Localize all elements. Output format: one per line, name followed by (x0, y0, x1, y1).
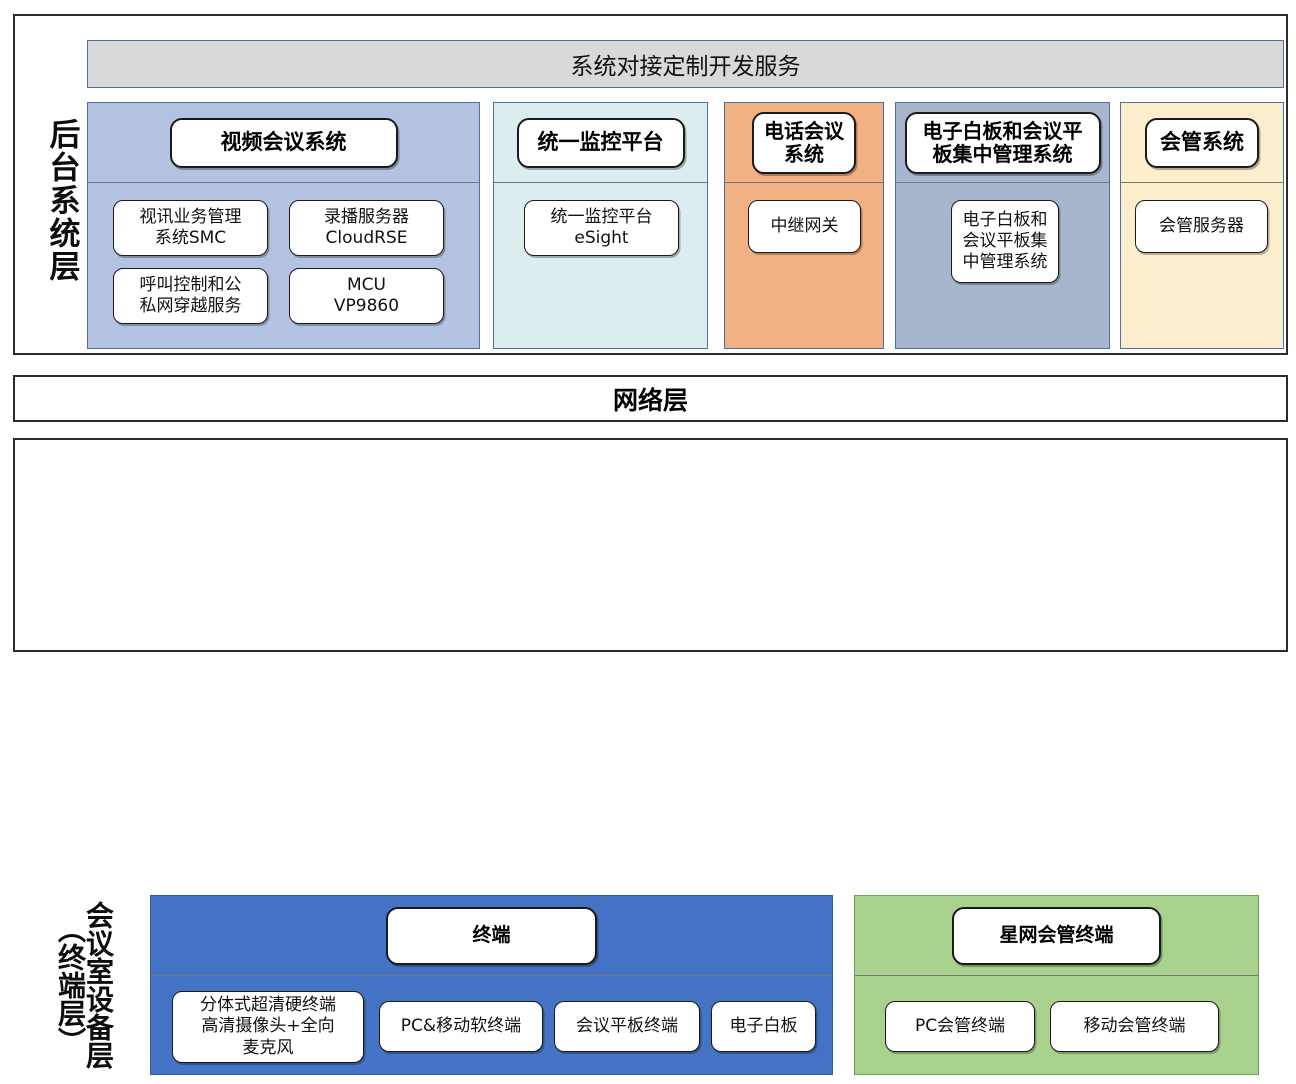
panel-terminal-head: 终端 (151, 896, 832, 975)
panel-video-body: 视讯业务管理 系统SMC 录播服务器 CloudRSE 呼叫控制和公 私网穿越服… (88, 182, 479, 348)
item-esight[interactable]: 统一监控平台 eSight (524, 200, 679, 256)
panel-terminal-title: 终端 (386, 906, 597, 965)
item-smc[interactable]: 视讯业务管理 系统SMC (113, 200, 268, 256)
item-mobile-management-terminal[interactable]: 移动会管终端 (1050, 1001, 1219, 1052)
network-layer-label: 网络层 (612, 385, 688, 415)
panel-phone-body: 中继网关 (725, 182, 883, 348)
room-layer-section: 会议室设备层 （终端层） 终端 分体式超清硬终端 高清摄像头+全向 麦克风 PC… (13, 438, 1288, 1075)
panel-phone-title: 电话会议 系统 (752, 111, 856, 174)
item-pc-management-terminal[interactable]: PC会管终端 (885, 1001, 1035, 1052)
panel-meeting-title: 会管系统 (1145, 117, 1259, 168)
item-split-line3: 麦克风 (242, 1037, 294, 1058)
item-esight-line1: 统一监控平台 (550, 206, 653, 227)
panel-monitor-title: 统一监控平台 (516, 117, 685, 168)
service-bar: 系统对接定制开发服务 (87, 40, 1284, 88)
panel-phone-title-line1: 电话会议 (764, 118, 844, 143)
item-smc-line2: 系统SMC (154, 228, 227, 248)
item-smc-line1: 视讯业务管理 (139, 206, 242, 227)
item-whiteboard-line1: 电子白板和 (962, 209, 1048, 230)
panel-video-title: 视频会议系统 (169, 117, 398, 168)
item-whiteboard-system[interactable]: 电子白板和 会议平板集 中管理系统 (951, 200, 1059, 283)
panel-video-conference[interactable]: 视频会议系统 视讯业务管理 系统SMC 录播服务器 CloudRSE 呼叫控制和… (87, 102, 480, 349)
panel-xingwang-terminal[interactable]: 星网会管终端 PC会管终端 移动会管终端 (854, 895, 1259, 1075)
panel-xingwang-head: 星网会管终端 (855, 896, 1258, 975)
panel-xingwang-title: 星网会管终端 (952, 906, 1161, 965)
panel-meeting-head: 会管系统 (1121, 103, 1283, 182)
item-call-control[interactable]: 呼叫控制和公 私网穿越服务 (113, 268, 268, 324)
panel-board-title-line1: 电子白板和会议平 (922, 118, 1083, 143)
panel-phone-conference[interactable]: 电话会议 系统 中继网关 (724, 102, 884, 349)
backend-layer-section: 后台系统层 系统对接定制开发服务 视频会议系统 视讯业务管理 系统SMC 录播服… (13, 14, 1288, 355)
backend-layer-rail-label: 后台系统层 (35, 38, 87, 363)
panel-meeting-management[interactable]: 会管系统 会管服务器 (1120, 102, 1284, 349)
room-layer-rail-label: 会议室设备层 （终端层） (35, 886, 133, 1084)
item-split-hard-terminal[interactable]: 分体式超清硬终端 高清摄像头+全向 麦克风 (172, 991, 364, 1063)
item-call-control-line1: 呼叫控制和公 (139, 274, 242, 295)
panel-meeting-divider (1121, 182, 1283, 183)
panel-monitor-divider (494, 182, 707, 183)
item-split-line1: 分体式超清硬终端 (200, 995, 336, 1016)
panel-monitor-head: 统一监控平台 (494, 103, 707, 182)
panel-monitor-body: 统一监控平台 eSight (494, 182, 707, 348)
item-meeting-server[interactable]: 会管服务器 (1135, 200, 1268, 253)
room-rail-text-sub: （终端层） (54, 915, 87, 1055)
panel-board-head: 电子白板和会议平 板集中管理系统 (896, 103, 1109, 182)
item-mcu-line2: VP9860 (333, 296, 400, 316)
panel-whiteboard-management[interactable]: 电子白板和会议平 板集中管理系统 电子白板和 会议平板集 中管理系统 (895, 102, 1110, 349)
item-esight-line2: eSight (574, 228, 629, 248)
item-mcu[interactable]: MCU VP9860 (289, 268, 444, 324)
panel-terminal[interactable]: 终端 分体式超清硬终端 高清摄像头+全向 麦克风 PC&移动软终端 会议平板终端… (150, 895, 833, 1075)
item-whiteboard-line2: 会议平板集 (962, 230, 1048, 251)
network-layer-section: 网络层 (13, 375, 1288, 422)
architecture-diagram: 后台系统层 系统对接定制开发服务 视频会议系统 视讯业务管理 系统SMC 录播服… (13, 14, 1288, 1075)
item-mcu-line1: MCU (347, 274, 386, 295)
room-rail-text-main: 会议室设备层 (82, 901, 115, 1069)
item-cloudrse-line2: CloudRSE (325, 228, 408, 248)
panel-phone-head: 电话会议 系统 (725, 103, 883, 182)
item-relay-gateway[interactable]: 中继网关 (748, 200, 861, 253)
item-cloudrse-line1: 录播服务器 (324, 206, 409, 227)
panel-board-body: 电子白板和 会议平板集 中管理系统 (896, 182, 1109, 348)
backend-rail-text: 后台系统层 (43, 118, 80, 283)
panel-board-title-line2: 板集中管理系统 (932, 141, 1073, 166)
service-bar-label: 系统对接定制开发服务 (570, 54, 801, 80)
panel-terminal-body: 分体式超清硬终端 高清摄像头+全向 麦克风 PC&移动软终端 会议平板终端 电子… (151, 975, 832, 1074)
panel-phone-title-line2: 系统 (784, 141, 824, 166)
panel-video-head: 视频会议系统 (88, 103, 479, 182)
item-call-control-line2: 私网穿越服务 (139, 296, 242, 316)
item-conference-tablet-terminal[interactable]: 会议平板终端 (554, 1001, 700, 1052)
panel-phone-divider (725, 182, 883, 183)
panel-xingwang-body: PC会管终端 移动会管终端 (855, 975, 1258, 1074)
panel-meeting-body: 会管服务器 (1121, 182, 1283, 348)
panel-video-divider (88, 182, 479, 183)
item-pc-mobile-soft-terminal[interactable]: PC&移动软终端 (379, 1001, 543, 1052)
item-electronic-whiteboard[interactable]: 电子白板 (711, 1001, 816, 1052)
item-whiteboard-line3: 中管理系统 (962, 252, 1048, 273)
panel-board-divider (896, 182, 1109, 183)
item-cloudrse[interactable]: 录播服务器 CloudRSE (289, 200, 444, 256)
panel-unified-monitoring[interactable]: 统一监控平台 统一监控平台 eSight (493, 102, 708, 349)
panel-board-title: 电子白板和会议平 板集中管理系统 (904, 111, 1101, 174)
item-split-line2: 高清摄像头+全向 (201, 1016, 335, 1037)
